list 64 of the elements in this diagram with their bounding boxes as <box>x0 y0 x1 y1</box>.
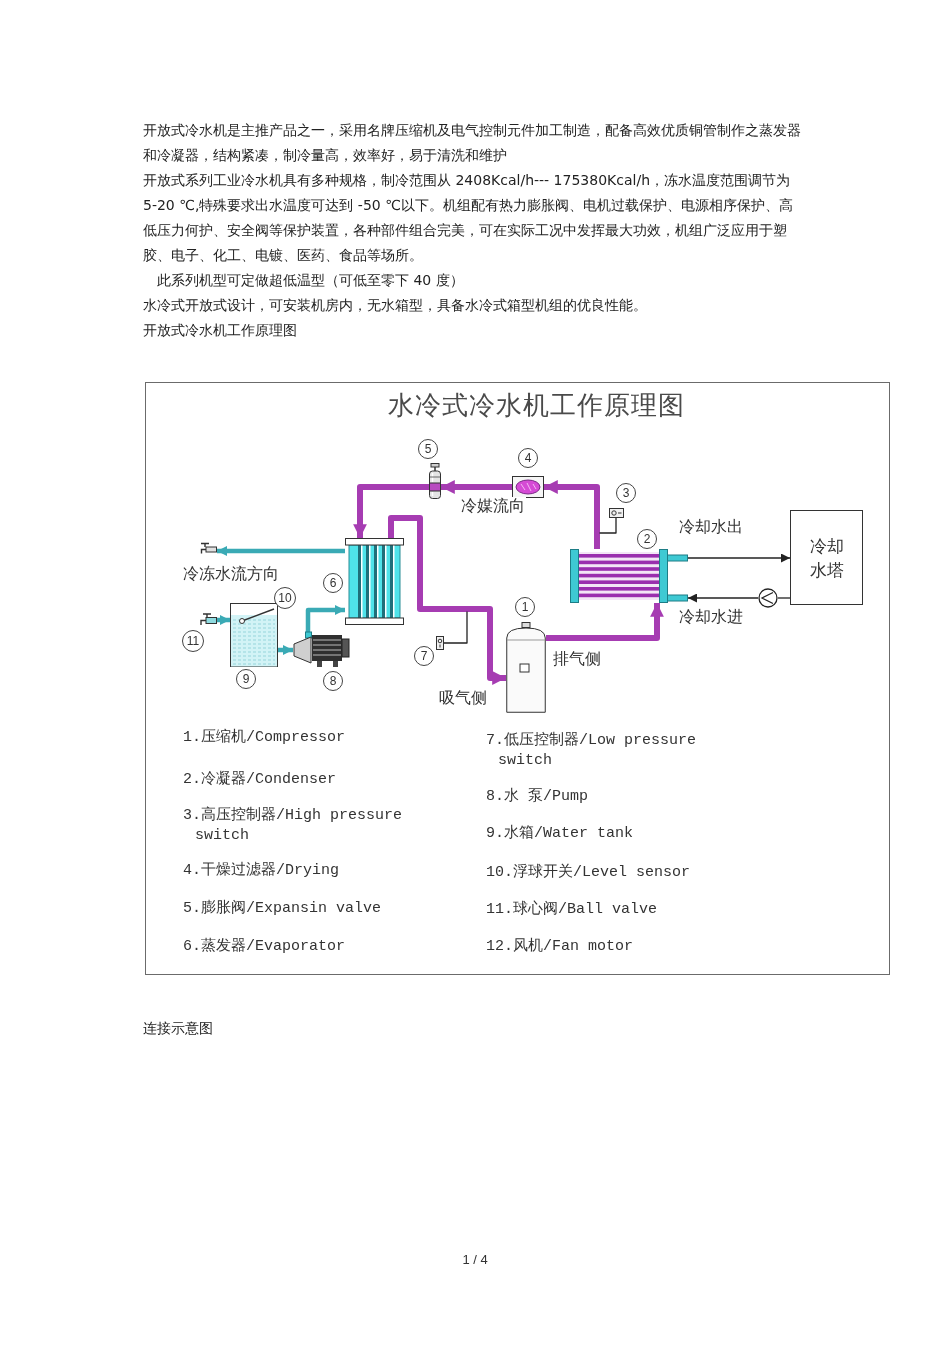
paragraph: 水冷式开放式设计，可安装机房内，无水箱型，具备水冷式箱型机组的优良性能。 <box>143 296 647 315</box>
key-text: 2.冷凝器/Condenser <box>183 770 338 790</box>
callout-number: 10 <box>274 587 296 609</box>
edge-label: 吸气侧 <box>438 689 488 707</box>
cooling-tower-box: 冷却水塔 <box>790 510 863 605</box>
callout-number: 3 <box>616 483 636 503</box>
page-number: 1 / 4 <box>462 1252 488 1268</box>
pipe <box>441 480 512 494</box>
key-text: 6.蒸发器/Evaporator <box>183 937 347 957</box>
edge-label: 排气侧 <box>552 650 602 668</box>
key-text: 5.膨胀阀/Expansin valve <box>183 899 383 919</box>
key-text: 7.低压控制器/Low pressure switch <box>486 731 698 771</box>
callout-number: 5 <box>418 439 438 459</box>
figure-heading: 开放式冷水机工作原理图 <box>143 321 297 340</box>
pressure-switch-icon <box>436 636 444 650</box>
edge-label: 冷却水进 <box>678 608 744 626</box>
key-text: 10.浮球开关/Level sensor <box>486 863 692 883</box>
key-text: 4.干燥过滤器/Drying <box>183 861 340 881</box>
pressure-switch-icon <box>609 508 624 518</box>
key-text: 1.压缩机/Compressor <box>183 728 347 748</box>
condenser-drawing <box>570 549 688 603</box>
callout-number: 11 <box>182 630 204 652</box>
filter-icon <box>512 476 544 498</box>
pipe <box>217 545 345 557</box>
paragraph: 此系列机型可定做超低温型（可低至零下 40 度） <box>157 271 464 290</box>
pipe <box>546 603 664 641</box>
key-text: 9.水箱/Water tank <box>486 824 635 844</box>
connector-line <box>687 553 791 563</box>
paragraph: 开放式冷水机是主推产品之一，采用名牌压缩机及电气控制元件加工制造，配备高效优质铜管制作之蒸发器和冷凝器，结构紧凑，制冷量高，效率好，易于清洗和维护 <box>143 121 802 165</box>
callout-number: 1 <box>515 597 535 617</box>
pipe <box>278 644 293 656</box>
evaporator-drawing <box>345 538 404 625</box>
connector-line <box>687 593 759 603</box>
section-heading: 连接示意图 <box>143 1019 213 1038</box>
pump-drawing <box>293 632 350 668</box>
pipe <box>305 604 345 632</box>
key-text: 3.高压控制器/High pressure switch <box>183 806 404 846</box>
callout-number: 4 <box>518 448 538 468</box>
callout-number: 8 <box>323 671 343 691</box>
diagram-title: 水冷式冷水机工作原理图 <box>388 389 685 421</box>
pipe <box>353 484 429 538</box>
tap-icon <box>200 542 217 554</box>
callout-number: 6 <box>323 573 343 593</box>
edge-label: 冷媒流向 <box>460 497 526 515</box>
callout-number: 2 <box>637 529 657 549</box>
connector-line <box>777 597 791 599</box>
valve-icon <box>429 463 441 499</box>
callout-number: 9 <box>236 669 256 689</box>
pipe <box>217 614 230 626</box>
callout-number: 7 <box>414 646 434 666</box>
connector-line <box>443 610 468 644</box>
connector-line <box>598 517 617 534</box>
key-text: 8.水 泵/Pump <box>486 787 589 807</box>
pump-symbol-icon <box>758 588 778 608</box>
edge-label: 冷冻水流方向 <box>182 565 280 583</box>
water-tank-drawing <box>230 603 278 667</box>
key-text: 11.球心阀/Ball valve <box>486 900 659 920</box>
edge-label: 冷却水出 <box>678 518 744 536</box>
compressor-drawing <box>506 622 546 713</box>
key-text: 12.风机/Fan motor <box>486 937 635 957</box>
pipe <box>388 515 506 685</box>
valve-icon <box>200 613 217 626</box>
pipe <box>544 480 600 549</box>
paragraph: 开放式系列工业冷水机具有多种规格，制冷范围从 2408Kcal/h--- 175380Kcal/h，冻水温度范围调节为 5-20 ℃,特殊要求出水温度可达到 -50 ℃以下。机组配有热力膨胀阀、电机过载保护、电源相序保护、高低压力何护、安全阀等保护装置，各种部件组合完美，可在实际工况中发挥最大功效，机组广泛应用于塑胶、电子、化工、电镀、医药、食品等场所。 <box>143 171 794 265</box>
